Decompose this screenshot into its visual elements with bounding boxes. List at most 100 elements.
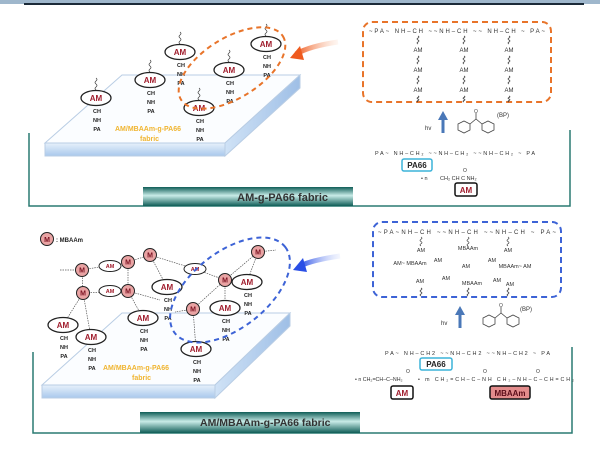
chain-link-label: PA [244,311,251,317]
am-unit-label: AM [137,314,150,323]
top-initiator-label: (BP) [497,113,509,119]
top-light-label: hv [425,126,431,132]
am-unit-label: AM [106,264,115,270]
top-banner [143,187,353,206]
mbaam-crosslinker-circle [186,302,200,316]
product-network-label: AM [493,278,502,284]
am-unit-label: AM [241,278,254,287]
am-unit-label: AM [161,283,174,292]
top-monomer-prefix: • n [421,176,428,182]
bottom-monomer-mbaam: • m CH₂=CH–C–NH CH₂–NH–C–CH=CH₂ [418,377,574,383]
bottom-fabric-side [214,311,291,400]
chain-link-label: CH [196,119,204,125]
product-network-label: AM~ MBAAm [393,261,427,267]
am-unit-label: AM [219,304,232,313]
product-network-label: AM [442,276,451,282]
chain-link-label: NH [88,357,96,363]
product-network-label: MBAAm [458,246,479,252]
am-unit-oval [47,316,79,334]
product-am-label: AM [460,88,469,94]
chain-link-label: CH [226,81,234,87]
mbaam-crosslinker-label: M [190,307,196,314]
am-unit-label: AM [144,76,157,85]
bottom-am-carbonyl: O [406,369,410,375]
chain-link-label: NH [222,328,230,334]
bottom-panel: AM/MBAAm-g-PA66 fabric M : MBAAm AM/MBAA… [32,221,574,434]
top-am-tag-label: AM [460,186,473,195]
am-unit-oval [75,328,107,346]
top-fabric-side [224,73,301,158]
bottom-fabric-label: AM/MBAAm-g-PA66 [103,365,169,372]
chain-link-label: CH [222,319,230,325]
top-monomer-carbonyl: O [463,168,467,174]
chain-link-label: NH [60,345,68,351]
chain-link-label: PA [196,137,203,143]
mbaam-crosslinker-label: M [255,250,261,257]
squiggle-bond [419,287,423,297]
am-unit-oval [80,89,112,107]
bottom-zoom-arrowhead [293,258,307,272]
am-unit-label: AM [190,345,203,354]
squiggle-bond [462,35,466,45]
squiggle-bond [178,31,182,45]
chain-link-label: NH [140,338,148,344]
chain-link-label: CH [93,109,101,115]
product-am-label: AM [414,88,423,94]
product-am-label: AM [505,88,514,94]
chain-link-label: PA [164,316,171,322]
bottom-light-label: hv [441,321,447,327]
squiggle-bond [462,55,466,65]
chain-link-label: NH [177,72,185,78]
bottom-mbaam-carbonyl-2: O [536,369,540,375]
am-unit-oval [209,299,241,317]
squiggle-bond [507,35,511,45]
product-network-label: MBAAm~ AM [499,264,532,270]
product-network-label: AM [506,282,515,288]
am-unit-oval [250,35,282,53]
am-unit-label: AM [260,40,273,49]
legend-m-symbol: M [44,237,50,244]
product-am-label: AM [505,48,514,54]
chain-link-label: CH [60,336,68,342]
chain-link-label: CH [147,91,155,97]
chain-link-label: PA [263,73,270,79]
chain-link-label: PA [147,109,154,115]
am-unit-oval-small [98,260,122,272]
chain-link-label: CH [193,360,201,366]
product-am-label: AM [460,68,469,74]
top-reaction-arrowhead [438,111,448,120]
product-network-label: AM [416,279,425,285]
squiggle-bond [507,55,511,65]
top-am-tag [454,182,478,197]
bottom-banner [140,412,360,433]
bottom-banner-label: AM/MBAAm-g-PA66 fabric [200,417,331,429]
squiggle-bond [197,87,201,101]
am-unit-label: AM [193,104,206,113]
squiggle-bond [94,77,98,91]
bottom-substrate-backbone: PA~ NH–CH2 ~~NH–CH2 ~~NH–CH2 ~ PA [385,351,550,357]
squiggle-bond [416,55,420,65]
bottom-mbaam-tag [489,385,531,400]
chain-link-label: PA [177,81,184,87]
top-pa66-tag-label: PA66 [407,161,427,170]
top-zoom-arrowhead [290,46,304,60]
squiggle-bond [416,95,420,103]
top-zoom-arrow [294,39,339,57]
top-rule [24,3,584,5]
mbaam-crosslinker-label: M [125,289,131,296]
chain-link-label: NH [193,369,201,375]
squiggle-bond [416,75,420,85]
top-substrate-backbone: PA~ NH–CH₂ ~~NH–CH₂ ~~NH–CH₂ ~ PA [375,151,535,157]
network-bond [192,279,226,310]
bottom-benzophenone-icon: O [482,303,520,328]
squiggle-bond [148,59,152,73]
mbaam-crosslinker-label: M [222,278,228,285]
bottom-product-backbone: ~PA~NH–CH ~~NH–CH ~~NH–CH ~ PA~ [378,230,556,236]
am-unit-oval [127,309,159,327]
top-fabric-label-2: fabric [140,136,159,143]
product-am-label: AM [460,48,469,54]
chain-link-label: PA [140,347,147,353]
chain-link-label: PA [193,378,200,384]
